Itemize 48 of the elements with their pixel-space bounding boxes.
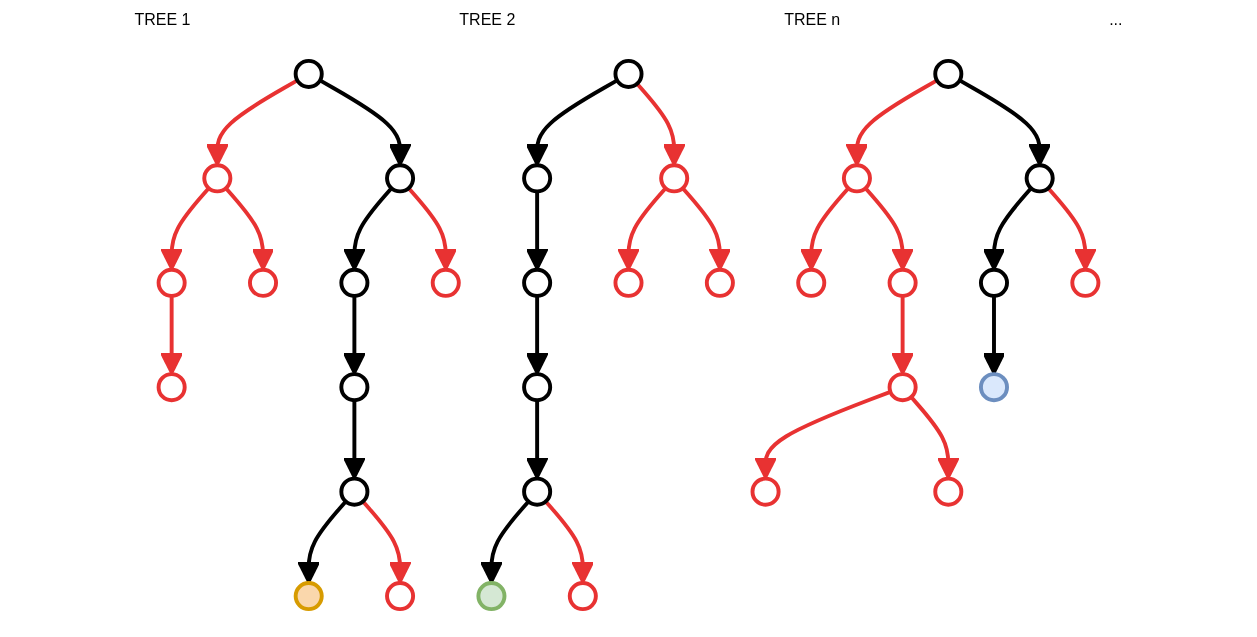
node-circle — [293, 581, 324, 612]
arrow — [799, 186, 850, 271]
node-circle — [933, 476, 964, 507]
arrow — [224, 186, 275, 271]
arrow — [160, 186, 211, 271]
node-circle — [750, 476, 781, 507]
node-circle — [156, 267, 187, 298]
arrow — [982, 186, 1033, 271]
node-circle — [933, 58, 964, 89]
node-circle — [522, 372, 553, 403]
arrow — [864, 186, 915, 271]
node-circle — [796, 267, 827, 298]
arrow — [342, 186, 393, 271]
node-circle — [293, 58, 324, 89]
node-circle — [339, 372, 370, 403]
node-circle — [430, 267, 461, 298]
arrow — [681, 186, 732, 271]
node-circle — [202, 163, 233, 194]
node-circle — [659, 163, 690, 194]
node-circle — [476, 581, 507, 612]
node-circle — [522, 163, 553, 194]
node-circle — [887, 267, 918, 298]
node-circle — [339, 476, 370, 507]
node-circle — [613, 58, 644, 89]
node-circle — [385, 163, 416, 194]
node-circle — [339, 267, 370, 298]
node-circle — [522, 267, 553, 298]
tree-title: TREE 1 — [134, 11, 191, 29]
tree-title: TREE n — [784, 11, 841, 29]
arrow — [1046, 186, 1097, 271]
node-circle — [978, 267, 1009, 298]
node-circle — [1070, 267, 1101, 298]
node-circle — [887, 372, 918, 403]
node-circle — [522, 476, 553, 507]
node-circle — [841, 163, 872, 194]
node-circle — [385, 581, 416, 612]
arrow — [617, 186, 668, 271]
node-circle — [613, 267, 644, 298]
tree-title: ... — [1109, 11, 1123, 29]
arrow — [407, 186, 458, 271]
node-circle — [704, 267, 735, 298]
node-circle — [156, 372, 187, 403]
arrow — [525, 191, 549, 271]
node-circle — [1024, 163, 1055, 194]
node-circle — [978, 372, 1009, 403]
tree-title: TREE 2 — [459, 11, 516, 29]
node-circle — [248, 267, 279, 298]
node-circle — [567, 581, 598, 612]
